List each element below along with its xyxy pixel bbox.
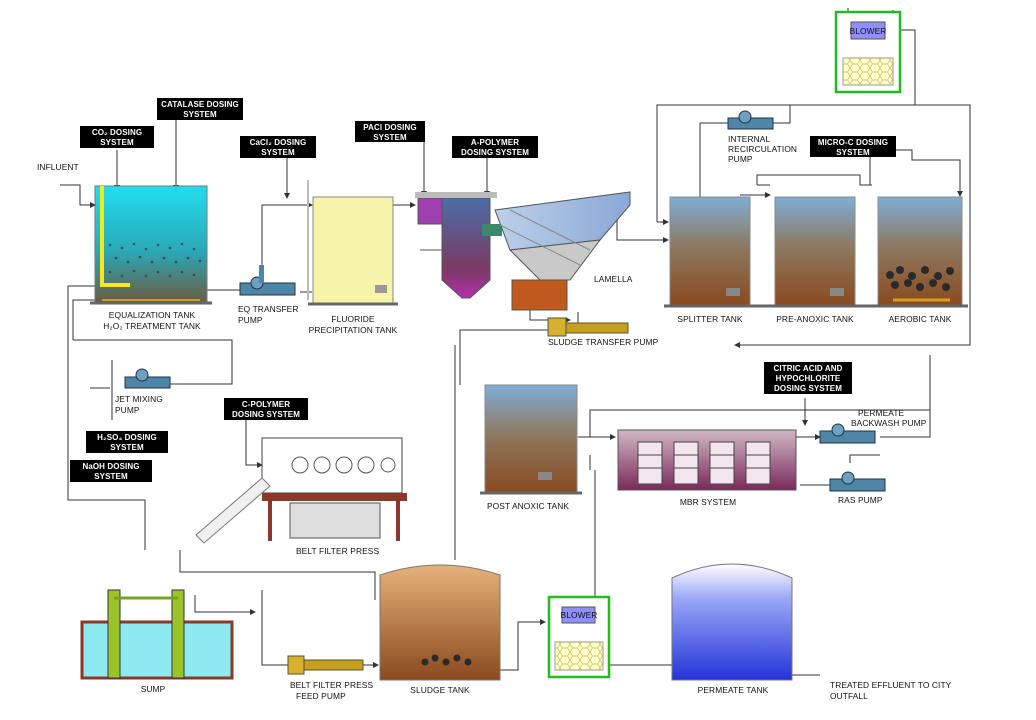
- internal-recirc-label-3: PUMP: [728, 154, 753, 164]
- cacl2-dosing-label-1: CaCl₂ DOSING: [250, 138, 307, 147]
- eq-tank-label-2: H₂O₂ TREATMENT TANK: [103, 321, 201, 331]
- jet-mixing-label-2: PUMP: [115, 405, 140, 415]
- clarifier-lamella: [415, 191, 631, 311]
- fluoride-precipitation-tank: [307, 180, 398, 306]
- ras-pump-label: RAS PUMP: [838, 495, 883, 505]
- sludge-tank-label: SLUDGE TANK: [410, 685, 470, 695]
- dosing-boxes: [70, 98, 896, 482]
- permeate-pump-label-1: PERMEATE: [858, 408, 905, 418]
- co2-dosing-label-2: SYSTEM: [100, 138, 134, 147]
- blower-top: [834, 10, 902, 94]
- pacl-dosing-label-2: SYSTEM: [373, 133, 407, 142]
- c-polymer-label-1: C-POLYMER: [242, 400, 290, 409]
- blower-top-label: BLOWER: [850, 26, 887, 36]
- equalization-tank: [90, 185, 212, 305]
- internal-recirc-label-1: INTERNAL: [728, 134, 770, 144]
- internal-recirculation-pump: [727, 110, 774, 130]
- treated-effluent-label-1: TREATED EFFLUENT TO CITY: [830, 680, 952, 690]
- sump: [80, 589, 234, 680]
- a-polymer-label-2: DOSING SYSTEM: [461, 148, 529, 157]
- flow-lines: [60, 8, 971, 676]
- naoh-label-2: SYSTEM: [94, 472, 128, 481]
- permeate-backwash-pump: [819, 423, 876, 444]
- splitter-tank-label: SPLITTER TANK: [677, 314, 743, 324]
- fluoride-label-2: PRECIPITATION TANK: [309, 325, 398, 335]
- eq-pump-label-1: EQ TRANSFER: [238, 304, 299, 314]
- fluoride-label-1: FLUORIDE: [331, 314, 374, 324]
- pre-anoxic-tank-label: PRE-ANOXIC TANK: [776, 314, 854, 324]
- pacl-dosing-label-1: PACl DOSING: [363, 123, 416, 132]
- citric-label-3: DOSING SYSTEM: [774, 384, 842, 393]
- eq-tank-label-1: EQUALIZATION TANK: [109, 310, 196, 320]
- co2-dosing-label-1: CO₂ DOSING: [92, 128, 142, 137]
- micro-c-label-1: MICRO-C DOSING: [818, 138, 888, 147]
- c-polymer-label-2: DOSING SYSTEM: [232, 410, 300, 419]
- post-anoxic-tank: [480, 384, 582, 495]
- catalase-dosing-label-2: SYSTEM: [183, 110, 217, 119]
- eq-pump-label-2: PUMP: [238, 315, 263, 325]
- belt-filter-press-feed-pump: [287, 655, 364, 675]
- belt-filter-press: [195, 437, 407, 544]
- blower-bottom: [547, 595, 611, 679]
- permeate-tank: [671, 563, 793, 681]
- h2so4-label-2: SYSTEM: [110, 443, 144, 452]
- bfp-feed-label-2: FEED PUMP: [296, 691, 346, 701]
- internal-recirc-label-2: RECIRCULATION: [728, 144, 797, 154]
- mbr-system: [617, 429, 797, 491]
- h2so4-label-1: H₂SO₄ DOSING: [97, 433, 157, 442]
- bfp-feed-label-1: BELT FILTER PRESS: [290, 680, 373, 690]
- biological-tanks: [664, 196, 968, 308]
- post-anoxic-label: POST ANOXIC TANK: [487, 501, 569, 511]
- jet-mixing-pump: [124, 368, 171, 389]
- belt-filter-press-label: BELT FILTER PRESS: [296, 546, 379, 556]
- influent-label: INFLUENT: [37, 162, 79, 172]
- cacl2-dosing-label-2: SYSTEM: [261, 148, 295, 157]
- sump-label: SUMP: [141, 684, 166, 694]
- permeate-pump-label-2: BACKWASH PUMP: [851, 418, 927, 428]
- jet-mixing-label-1: JET MIXING: [115, 394, 163, 404]
- ras-pump-body: [829, 471, 886, 492]
- citric-label-2: HYPOCHLORITE: [776, 374, 841, 383]
- mbr-system-label: MBR SYSTEM: [680, 497, 736, 507]
- treated-effluent-label-2: OUTFALL: [830, 691, 868, 701]
- a-polymer-label-1: A-POLYMER: [471, 138, 519, 147]
- citric-label-1: CITRIC ACID AND: [774, 364, 843, 373]
- permeate-tank-label: PERMEATE TANK: [698, 685, 769, 695]
- blower-bottom-label: BLOWER: [561, 610, 598, 620]
- micro-c-label-2: SYSTEM: [836, 148, 870, 157]
- naoh-label-1: NaOH DOSING: [82, 462, 139, 471]
- lamella-label: LAMELLA: [594, 274, 633, 284]
- sludge-transfer-pump: [547, 317, 629, 337]
- catalase-dosing-label-1: CATALASE DOSING: [161, 100, 239, 109]
- eq-transfer-pump: [239, 265, 296, 296]
- aerobic-tank-label: AEROBIC TANK: [889, 314, 952, 324]
- sludge-transfer-pump-label: SLUDGE TRANSFER PUMP: [548, 337, 659, 347]
- sludge-tank: [379, 564, 501, 681]
